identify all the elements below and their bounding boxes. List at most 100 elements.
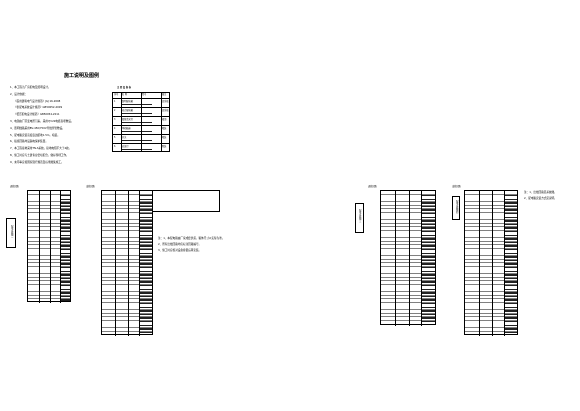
circuit-label-block (140, 277, 152, 280)
circuit-label-block (140, 231, 152, 233)
circuit-column-divider (503, 191, 505, 336)
legend-cell-name: 双管荧光灯 (122, 118, 133, 121)
circuit-label-block (60, 263, 71, 265)
circuit-label-block (60, 234, 71, 236)
legend-header-cell: 名 称 (122, 93, 128, 96)
circuit-label-block (422, 209, 435, 211)
circuit-label-block (60, 223, 71, 226)
circuit-label-block (422, 205, 435, 208)
circuit-label-block (422, 227, 435, 229)
circuit-label-block (504, 295, 517, 298)
circuit-label-block (504, 223, 517, 226)
drawing-title: 施工说明及图例 (64, 73, 100, 79)
circuit-label-block (140, 267, 152, 269)
circuit-label-block (504, 263, 517, 265)
legend-model-text-block (122, 149, 152, 151)
circuit-label-block (504, 238, 517, 240)
legend-cell-remark: 暗装 (162, 136, 167, 139)
circuit-label-block (422, 281, 435, 283)
circuit-label-block (422, 299, 435, 301)
circuit-label-block (140, 263, 152, 265)
circuit-label-block (504, 202, 517, 204)
legend-cell-remark: 暗装 (162, 127, 167, 130)
circuit-label-block (504, 274, 517, 276)
circuit-label-block (422, 259, 435, 262)
circuit-label-block (504, 306, 517, 308)
note-line: 《供配电系统设计规范》GB50052-2009 (14, 106, 63, 110)
circuit-label-block (504, 270, 517, 272)
circuit-label-block (60, 252, 71, 254)
legend-model-text-block (122, 122, 152, 124)
legend-cell-remark: 见系统 (162, 100, 169, 103)
circuit-label-block (422, 313, 435, 316)
legend-cell-no: 1 (114, 100, 116, 103)
circuit-label-block (504, 252, 517, 254)
circuit-label-block (422, 223, 435, 226)
legend-cell-no: 6 (114, 145, 116, 148)
circuit-label-block (504, 249, 517, 251)
circuit-label-block (140, 295, 152, 298)
circuit-label-block (422, 270, 435, 272)
circuit-label-block (60, 285, 71, 287)
circuit-label-block (60, 209, 71, 211)
circuit-column-divider (409, 191, 410, 326)
circuit-label-block (422, 245, 435, 247)
circuit-label-block (504, 299, 517, 301)
circuit-label-block (140, 281, 152, 283)
circuit-label-block (422, 202, 435, 204)
legend-header-cell: 序号 (114, 93, 119, 96)
circuit-label-block (60, 249, 71, 251)
circuit-label-block (140, 245, 152, 247)
side-note-line: 3、施工时应核对设备容量后再安装。 (158, 249, 202, 252)
note-line: 7、本工程接地采用TN-S系统，接地电阻不大于4欧。 (10, 147, 72, 151)
circuit-label-block (504, 328, 517, 330)
circuit-label-block (60, 241, 71, 244)
circuit-label-block (422, 267, 435, 269)
circuit-label-block (140, 288, 152, 290)
circuit-label-block (140, 238, 152, 240)
circuit-label-block (504, 277, 517, 280)
circuit-label-block (60, 256, 71, 258)
circuit-label-block (504, 285, 517, 287)
legend-cell-name: 照明配电箱 (122, 100, 133, 103)
circuit-label-block (140, 310, 152, 312)
circuit-label-block (60, 274, 71, 276)
legend-column-divider (121, 93, 122, 151)
circuit-label-block (140, 270, 152, 272)
circuit-label-block (422, 231, 435, 233)
circuit-label-block (422, 303, 435, 305)
circuit-column-divider (59, 191, 61, 303)
panel-4-label: 配电系统图四 (455, 200, 459, 214)
circuit-label-block (140, 220, 152, 222)
circuit-label-block (504, 317, 517, 319)
circuit-column-divider (139, 191, 141, 336)
circuit-column-divider (492, 191, 493, 336)
legend-cell-name: 单相插座 (122, 127, 131, 130)
legend-cell-remark: 吸顶 (162, 118, 167, 121)
circuit-label-block (60, 213, 71, 215)
legend-column-divider (161, 93, 162, 151)
circuit-label-block (60, 195, 71, 197)
panel-3-label: 配电系统图三 (358, 209, 362, 223)
panel-2-header: 出线回路 (86, 185, 95, 188)
circuit-label-block (140, 252, 152, 254)
circuit-label-block (60, 231, 71, 233)
panel-1-feeder-box: 配电系统图一 (6, 218, 16, 248)
circuit-label-block (504, 213, 517, 215)
circuit-label-block (504, 220, 517, 222)
circuit-label-block (60, 202, 71, 204)
circuit-label-block (140, 331, 152, 334)
circuit-column-divider (395, 191, 396, 326)
circuit-column-divider (128, 191, 129, 336)
circuit-column-divider (39, 191, 40, 303)
circuit-label-block (422, 234, 435, 236)
circuit-label-block (140, 202, 152, 204)
panel-3-header: 进线回路 (368, 185, 377, 188)
circuit-label-block (140, 274, 152, 276)
circuit-label-block (504, 321, 517, 323)
circuit-label-block (422, 252, 435, 254)
panel-1-label: 配电系统图一 (10, 225, 14, 239)
circuit-label-block (504, 245, 517, 247)
circuit-label-block (422, 263, 435, 265)
circuit-label-block (60, 270, 71, 272)
